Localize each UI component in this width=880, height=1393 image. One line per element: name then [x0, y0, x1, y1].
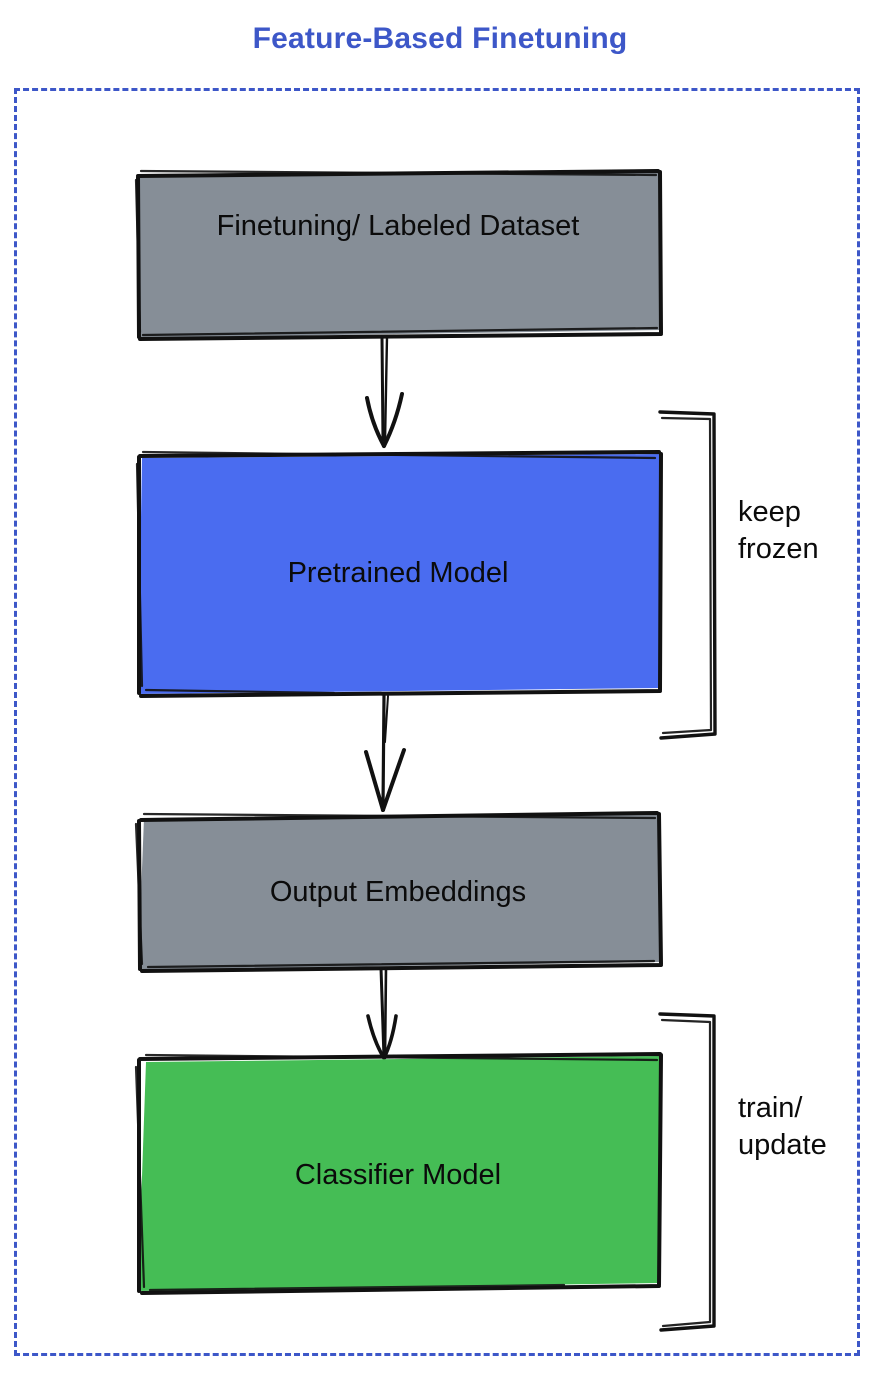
node-embeddings[interactable]: Output Embeddings — [134, 811, 663, 973]
diagram-outer-frame — [14, 88, 860, 1356]
node-classifier-shape — [134, 1052, 663, 1295]
node-pretrained-shape — [135, 450, 663, 698]
node-embeddings-label: Output Embeddings — [269, 876, 527, 908]
node-classifier-label: Classifier Model — [294, 1159, 502, 1191]
node-embeddings-shape — [134, 811, 663, 973]
edge-pretrained-to-embeddings — [364, 694, 406, 812]
node-pretrained-label: Pretrained Model — [287, 557, 509, 589]
node-dataset-shape — [134, 169, 663, 341]
annotation-train-update: train/ update — [738, 1092, 827, 1162]
node-dataset-label: Finetuning/ Labeled Dataset — [216, 210, 580, 242]
annotation-keep-frozen: keep frozen — [738, 496, 819, 566]
page-title: Feature-Based Finetuning — [252, 22, 628, 55]
edge-dataset-to-pretrained — [365, 335, 404, 448]
node-pretrained[interactable]: Pretrained Model — [134, 450, 663, 698]
edge-embeddings-to-classifier — [366, 966, 398, 1060]
node-classifier[interactable]: Classifier Model — [134, 1052, 663, 1295]
bracket-train-update — [658, 1012, 716, 1332]
bracket-keep-frozen — [658, 410, 717, 740]
node-dataset[interactable]: Finetuning/ Labeled Dataset — [134, 168, 663, 341]
